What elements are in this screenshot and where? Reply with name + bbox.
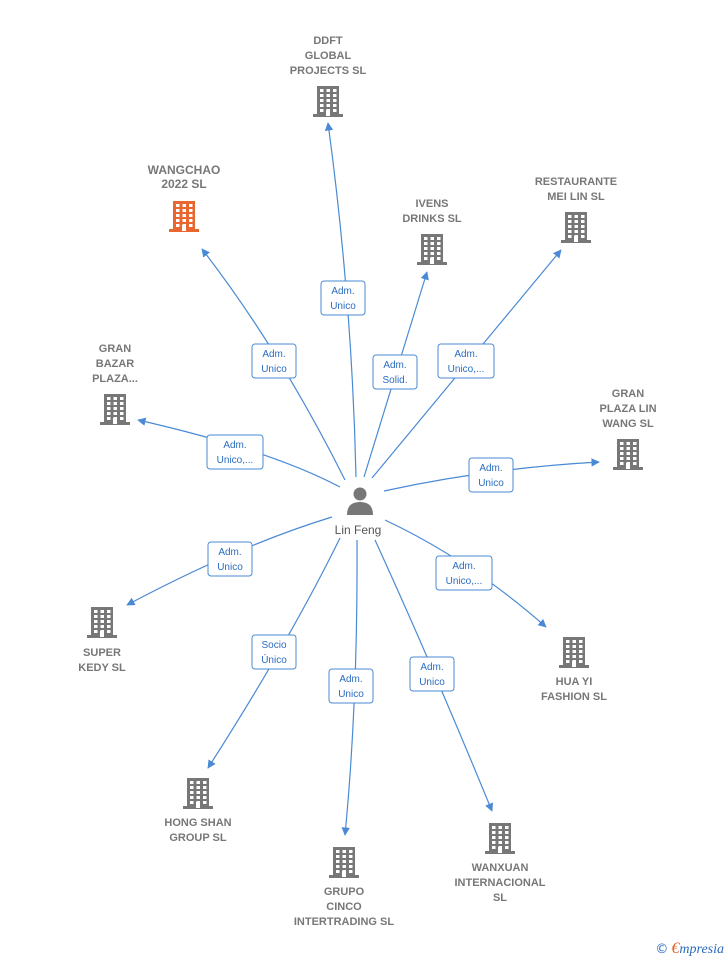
center-node[interactable]: Lin Feng [335, 487, 382, 538]
company-name-line: WANGCHAO [148, 163, 221, 177]
company-name-line: INTERTRADING SL [294, 916, 395, 928]
relation-text: Unico,... [448, 364, 485, 375]
company-name-line: GLOBAL [305, 50, 352, 62]
building-icon[interactable] [100, 394, 130, 425]
company-name-line: RESTAURANTE [535, 176, 617, 188]
company-node-wanxuan[interactable]: WANXUAN INTERNACIONAL SL [454, 823, 546, 904]
company-name-line: MEI LIN SL [547, 191, 605, 203]
relation-text: Solid. [382, 375, 407, 386]
company-name-line: HUA YI [556, 676, 593, 688]
company-node-ddft[interactable]: DDFT GLOBAL PROJECTS SL [290, 35, 367, 117]
relation-badge-ddft[interactable]: Adm. Unico [320, 280, 366, 316]
relation-badge-grupocinco[interactable]: Adm. Unico [328, 668, 374, 704]
company-name-line: BAZAR [96, 358, 135, 370]
relation-text: Adm. [452, 561, 475, 572]
building-icon[interactable] [613, 439, 643, 470]
relation-text: Adm. [383, 360, 406, 371]
relation-text: Adm. [479, 463, 502, 474]
company-name-line: 2022 SL [161, 177, 206, 191]
building-icon[interactable] [485, 823, 515, 854]
copyright-symbol: © [655, 942, 669, 957]
relation-badge-huayi[interactable]: Adm. Unico,... [435, 555, 493, 591]
company-name-line: IVENS [415, 198, 448, 210]
company-name-line: DDFT [313, 35, 343, 47]
company-node-huayi[interactable]: HUA YI FASHION SL [541, 637, 607, 703]
relation-text: Socio [261, 640, 286, 651]
person-icon[interactable] [347, 487, 373, 516]
relation-text: Adm. [339, 674, 362, 685]
building-icon[interactable] [559, 637, 589, 668]
company-name-line: PLAZA LIN [599, 403, 656, 415]
relation-text: Unico [261, 364, 287, 375]
company-node-superkedy[interactable]: SUPER KEDY SL [78, 607, 126, 674]
relation-text: Único [261, 653, 287, 666]
company-name-line: PLAZA... [92, 373, 138, 385]
relation-badge-superkedy[interactable]: Adm. Unico [207, 541, 253, 577]
company-name-line: GROUP SL [169, 832, 227, 844]
brand-initial: € [671, 940, 680, 957]
relation-text: Adm. [262, 349, 285, 360]
relation-badge-meilin[interactable]: Adm. Unico,... [437, 343, 495, 379]
company-name-line: KEDY SL [78, 662, 126, 674]
company-name-line: GRUPO [324, 886, 365, 898]
person-name: Lin Feng [335, 523, 382, 537]
building-icon[interactable] [313, 86, 343, 117]
relation-text: Adm. [218, 547, 241, 558]
company-name-line: HONG SHAN [164, 817, 231, 829]
company-node-granplaza[interactable]: GRAN PLAZA LIN WANG SL [599, 388, 657, 470]
relation-text: Unico [419, 677, 445, 688]
company-name-line: PROJECTS SL [290, 65, 367, 77]
company-name-line: WANG SL [602, 418, 654, 430]
company-name-line: CINCO [326, 901, 362, 913]
company-name-line: WANXUAN [472, 862, 529, 874]
company-name-line: SUPER [83, 647, 121, 659]
building-icon[interactable] [87, 607, 117, 638]
relation-text: Adm. [420, 662, 443, 673]
company-name-line: INTERNACIONAL [454, 877, 545, 889]
relation-text: Unico,... [446, 576, 483, 587]
company-name-line: SL [493, 892, 507, 904]
company-name-line: GRAN [612, 388, 644, 400]
relation-text: Unico [217, 562, 243, 573]
relation-badge-granbazar[interactable]: Adm. Unico,... [206, 434, 264, 470]
company-node-granbazar[interactable]: GRAN BAZAR PLAZA... [92, 343, 138, 425]
relation-text: Adm. [454, 349, 477, 360]
building-icon[interactable] [183, 778, 213, 809]
relation-text: Adm. [331, 286, 354, 297]
relation-text: Unico,... [217, 455, 254, 466]
company-name-line: GRAN [99, 343, 131, 355]
relation-text: Unico [478, 478, 504, 489]
relation-badge-wangchao[interactable]: Adm. Unico [251, 343, 297, 379]
company-node-hongshan[interactable]: HONG SHAN GROUP SL [164, 778, 232, 844]
company-node-grupocinco[interactable]: GRUPO CINCO INTERTRADING SL [294, 847, 395, 928]
relation-badge-ivens[interactable]: Adm. Solid. [372, 354, 418, 390]
building-icon[interactable] [329, 847, 359, 878]
building-icon-highlight[interactable] [169, 201, 199, 232]
company-name-line: FASHION SL [541, 691, 607, 703]
relation-badge-granplaza[interactable]: Adm. Unico [468, 457, 514, 493]
company-node-ivens[interactable]: IVENS DRINKS SL [402, 198, 462, 265]
building-icon[interactable] [561, 212, 591, 243]
brand-name: mpresia [679, 942, 724, 957]
empresia-logo[interactable]: ©€mpresia [655, 940, 724, 958]
company-name-line: DRINKS SL [402, 213, 462, 225]
building-icon[interactable] [417, 234, 447, 265]
company-node-meilin[interactable]: RESTAURANTE MEI LIN SL [535, 176, 617, 243]
relation-text: Adm. [223, 440, 246, 451]
relation-text: Unico [338, 689, 364, 700]
relation-text: Unico [330, 301, 356, 312]
relation-badge-wanxuan[interactable]: Adm. Unico [409, 656, 455, 692]
